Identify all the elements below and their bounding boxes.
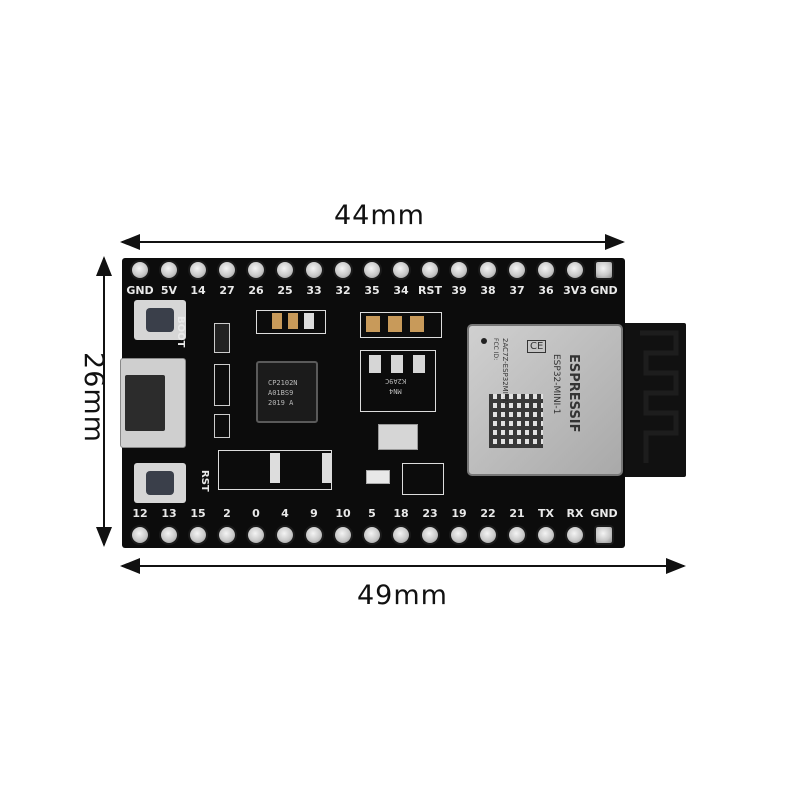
pin-label: 9 — [310, 507, 318, 520]
pin — [596, 527, 612, 543]
pin — [596, 262, 612, 278]
pin-label: 27 — [219, 284, 235, 297]
pin — [248, 262, 264, 278]
pin-label: 19 — [451, 507, 467, 520]
pin — [393, 527, 409, 543]
pin — [248, 527, 264, 543]
pin-label: 0 — [252, 507, 260, 520]
regulator-marking: K2A9C — [385, 377, 407, 385]
pin-label: 4 — [281, 507, 289, 520]
boot-button-cap — [146, 308, 174, 332]
pin-label: 23 — [422, 507, 438, 520]
pin-label: 37 — [509, 284, 525, 297]
pin-label: 21 — [509, 507, 525, 520]
boot-label: BOOT — [175, 316, 186, 348]
pin-label: 36 — [538, 284, 554, 297]
pin-label: 10 — [335, 507, 351, 520]
pin — [422, 527, 438, 543]
pin — [306, 527, 322, 543]
module-model: ESP32-MINI-1 — [551, 354, 561, 415]
pin — [190, 527, 206, 543]
pin — [219, 527, 235, 543]
pin — [393, 262, 409, 278]
usb-opening — [125, 375, 165, 431]
chip-marking-line: CP2102N — [268, 379, 298, 387]
antenna-trace — [640, 330, 679, 463]
pin — [567, 262, 583, 278]
pin — [509, 527, 525, 543]
pin — [538, 527, 554, 543]
pin-label: 25 — [277, 284, 293, 297]
height-label: 26mm — [77, 352, 109, 443]
esp32-dev-board: GND 5V 14 27 26 25 33 32 35 34 RST 39 38… — [120, 258, 625, 548]
pin — [335, 262, 351, 278]
pin — [219, 262, 235, 278]
pin-label: RX — [566, 507, 584, 520]
module-qr-code — [489, 394, 543, 448]
pin-label: 5V — [160, 284, 178, 297]
pin — [538, 262, 554, 278]
pin-label: 5 — [368, 507, 376, 520]
pin — [422, 262, 438, 278]
chip-marking-line: A01BS9 — [268, 389, 294, 397]
top-width-label: 44mm — [334, 200, 425, 231]
regulator-tab — [378, 424, 418, 450]
pin-label: TX — [538, 507, 554, 520]
pin — [364, 262, 380, 278]
pin — [306, 262, 322, 278]
pin-label: GND — [590, 284, 618, 297]
voltage-regulator: MN4 K2A9C — [360, 350, 436, 412]
pin-label: 12 — [132, 507, 148, 520]
regulator-marking: MN4 — [389, 387, 402, 395]
pin-label: 3V3 — [563, 284, 587, 297]
pin-label: 14 — [190, 284, 206, 297]
rst-label: RST — [199, 470, 210, 492]
pin — [161, 527, 177, 543]
esp32-module: ESPRESSIF ESP32-MINI-1 2AC7Z-ESP32MINI1 … — [467, 324, 623, 476]
pin-label: GND — [590, 507, 618, 520]
pin-label: 33 — [306, 284, 322, 297]
pin-label: 35 — [364, 284, 380, 297]
usb-uart-chip: CP2102N A01BS9 2019 A — [256, 361, 318, 423]
pin-label: 34 — [393, 284, 409, 297]
pin-label: RST — [418, 284, 442, 297]
pin-label: 2 — [223, 507, 231, 520]
pin-label: 22 — [480, 507, 496, 520]
micro-usb-port[interactable] — [120, 358, 186, 448]
module-dot — [481, 338, 487, 344]
pin — [132, 527, 148, 543]
pin — [277, 527, 293, 543]
chip-marking-line: 2019 A — [268, 399, 294, 407]
bottom-width-label: 49mm — [357, 580, 448, 611]
pin-label: 39 — [451, 284, 467, 297]
pin — [451, 262, 467, 278]
pin-label: 18 — [393, 507, 409, 520]
pin — [190, 262, 206, 278]
pin — [480, 527, 496, 543]
rst-button-cap — [146, 471, 174, 495]
pin — [567, 527, 583, 543]
pin — [364, 527, 380, 543]
boot-button[interactable] — [134, 300, 186, 340]
module-fcc: FCC ID: — [492, 338, 499, 361]
pin — [509, 262, 525, 278]
module-ce: CE — [527, 340, 547, 353]
pin — [451, 527, 467, 543]
rst-button[interactable] — [134, 463, 186, 503]
pin-label: 32 — [335, 284, 351, 297]
pin-label: 38 — [480, 284, 496, 297]
pin — [277, 262, 293, 278]
pin-label: 15 — [190, 507, 206, 520]
pin-label: 13 — [161, 507, 177, 520]
pin-label: 26 — [248, 284, 264, 297]
pin — [132, 262, 148, 278]
pin — [161, 262, 177, 278]
pin-label: GND — [126, 284, 154, 297]
pin — [335, 527, 351, 543]
pin — [480, 262, 496, 278]
module-brand: ESPRESSIF — [566, 354, 581, 433]
